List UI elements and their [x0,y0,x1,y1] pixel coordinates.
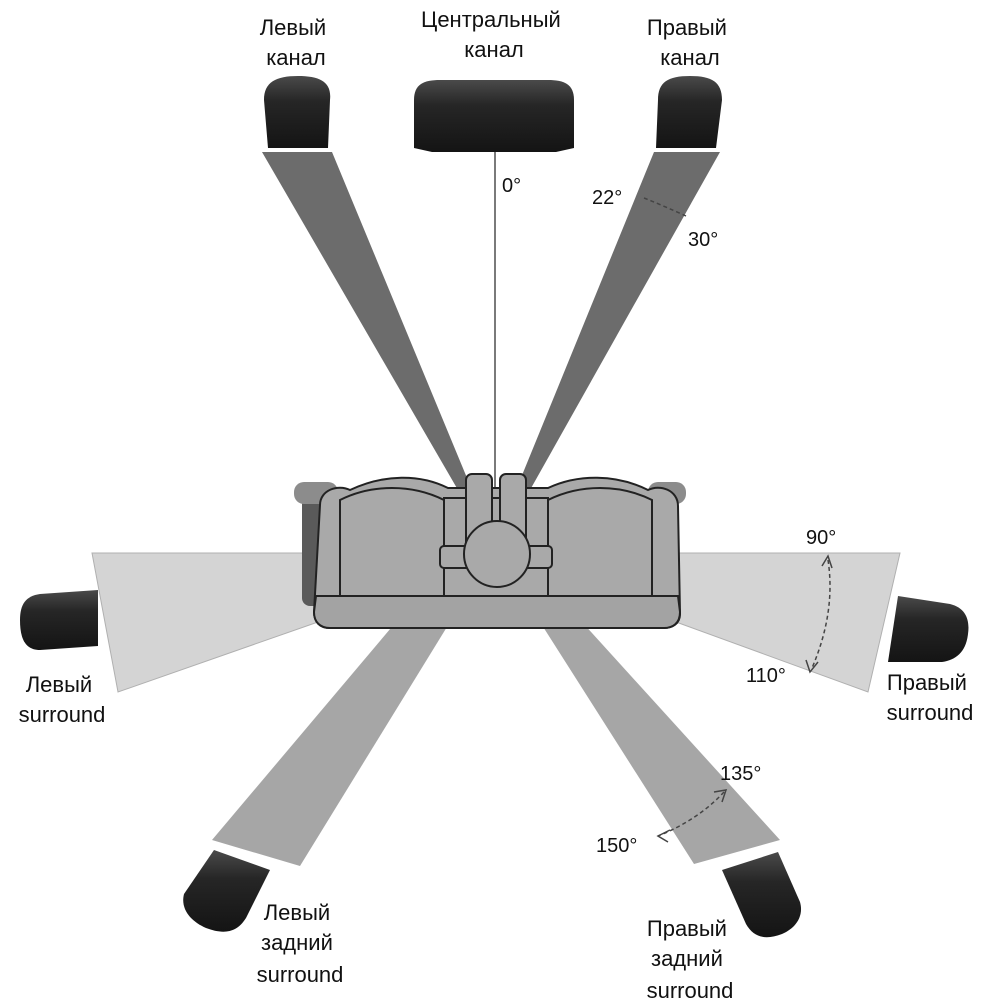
left-back-beam [212,622,450,866]
left-channel-label-line-2: канал [266,45,326,70]
right-back-surround-label: Правый задний surround [647,916,734,1003]
angle-22-label: 22° [592,187,622,209]
left-surround-label-line-1: Левый [26,672,92,697]
right-surround-label: Правый surround [887,670,974,725]
center-speaker [414,80,574,152]
left-back-label-line-3: surround [257,962,344,987]
front-angle-arc [643,197,687,217]
angle-30-label: 30° [688,229,718,251]
back-arrow-top [713,789,728,803]
right-speaker [656,76,722,148]
left-surround-label: Левый surround [19,672,106,727]
side-arrow-top [821,554,833,569]
left-back-speaker [183,850,270,932]
angle-150-label: 150° [596,835,637,857]
right-channel-label-line-1: Правый [647,15,727,40]
side-arrow-bottom [805,659,819,674]
listener [439,473,553,588]
left-back-label-line-2: задний [261,930,333,955]
left-surround-beam [91,552,319,693]
angle-0-label: 0° [502,175,521,197]
right-surround-label-line-1: Правый [887,670,967,695]
right-beam [516,152,720,490]
center-channel-label-line-1: Центральный [421,7,561,32]
center-channel-label: Центральный канал [421,7,567,62]
left-surround-label-line-2: surround [19,702,106,727]
left-beam [262,152,472,490]
angle-90-label: 90° [806,527,836,549]
back-arrow-bottom [656,829,671,843]
side-angle-arc [811,559,831,669]
right-surround-speaker [888,596,969,662]
angle-135-label: 135° [720,763,761,785]
left-surround-speaker [20,590,98,650]
right-back-label-line-1: Правый [647,916,727,941]
center-channel-label-line-2: канал [464,37,524,62]
right-channel-label-line-2: канал [660,45,720,70]
right-channel-label: Правый канал [647,15,733,70]
right-back-label-line-3: surround [647,978,734,1003]
left-back-surround-label: Левый задний surround [257,900,344,987]
left-channel-label-line-1: Левый [260,15,326,40]
right-back-label-line-2: задний [651,946,723,971]
right-surround-label-line-2: surround [887,700,974,725]
left-channel-label: Левый канал [260,15,333,70]
left-back-label-line-1: Левый [264,900,330,925]
right-back-speaker [722,852,802,938]
right-surround-beam [675,552,901,693]
left-speaker [264,76,331,148]
right-back-beam [540,622,780,864]
angle-110-label: 110° [746,665,786,687]
